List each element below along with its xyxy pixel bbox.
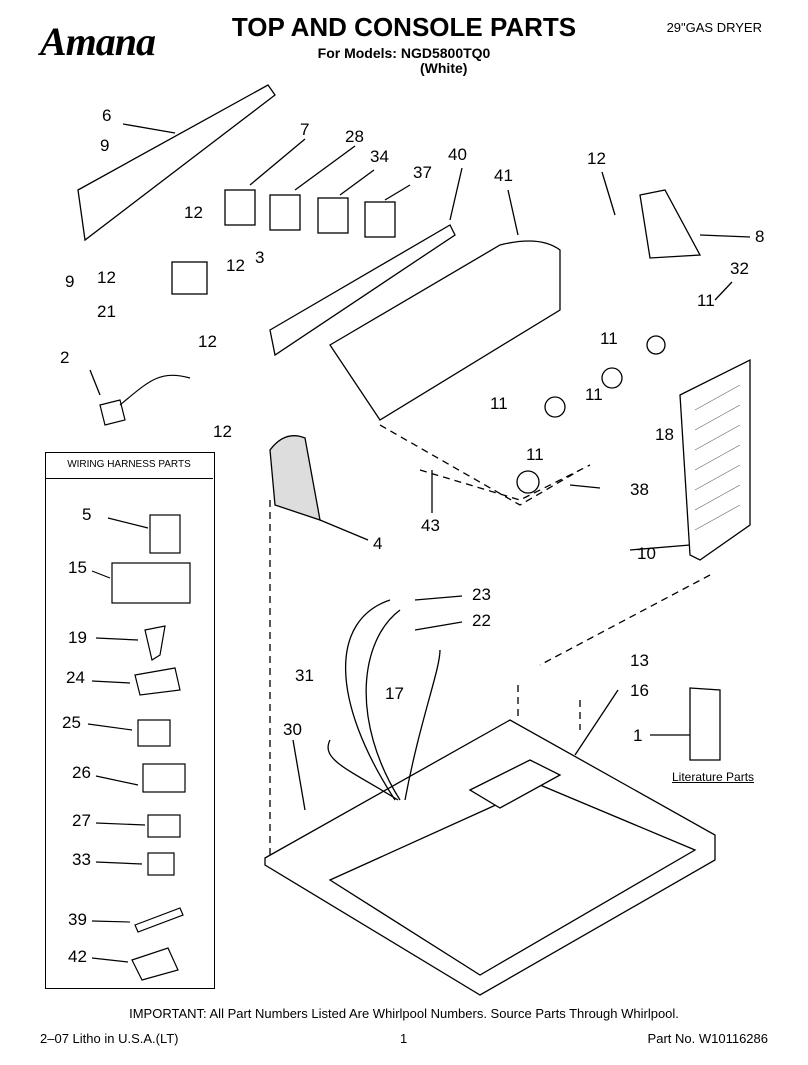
callout-9: 9 — [100, 136, 110, 155]
callout-2: 2 — [60, 348, 70, 367]
callout-1: 1 — [633, 726, 643, 745]
callout-23: 23 — [472, 585, 491, 604]
callout-12: 12 — [213, 422, 232, 441]
callout-17: 17 — [385, 684, 404, 703]
callout-11: 11 — [585, 385, 603, 404]
callout-12: 12 — [198, 332, 217, 351]
callout-38: 38 — [630, 480, 649, 499]
harness-callout: 39 — [68, 910, 87, 929]
harness-callout: 24 — [66, 668, 85, 687]
callout-12: 12 — [97, 268, 116, 287]
page-title: TOP AND CONSOLE PARTS — [231, 12, 577, 42]
callout-37: 37 — [413, 163, 432, 182]
callout-41: 41 — [494, 166, 513, 185]
harness-callout: 19 — [68, 628, 87, 647]
callout-7: 7 — [300, 120, 310, 139]
harness-callout: 42 — [68, 947, 87, 966]
harness-callout: 26 — [72, 763, 91, 782]
callout-34: 34 — [370, 147, 389, 166]
callout-10: 10 — [637, 544, 656, 563]
callout-22: 22 — [472, 611, 491, 630]
harness-callout: 5 — [82, 505, 92, 524]
callout-11: 11 — [490, 394, 508, 413]
callout-9: 9 — [65, 272, 75, 291]
harness-callout: 25 — [62, 713, 81, 732]
callout-28: 28 — [345, 127, 364, 146]
callout-40: 40 — [448, 145, 467, 164]
callout-13: 13 — [630, 651, 649, 670]
page-number: 1 — [400, 1031, 408, 1046]
harness-callout: 15 — [68, 558, 87, 577]
callout-31: 31 — [295, 666, 314, 685]
callout-3: 3 — [255, 248, 265, 267]
callout-30: 30 — [283, 720, 302, 739]
callout-11: 11 — [600, 329, 618, 348]
wiring-harness-title: WIRING HARNESS PARTS — [45, 452, 213, 479]
harness-callout: 27 — [72, 811, 91, 830]
callout-12: 12 — [587, 149, 606, 168]
callout-18: 18 — [655, 425, 674, 444]
callout-12: 12 — [184, 203, 203, 222]
harness-callout: 33 — [72, 850, 91, 869]
callout-11: 11 — [526, 445, 544, 464]
amana-logo: Amana — [40, 19, 156, 64]
callout-16: 16 — [630, 681, 649, 700]
callout-43: 43 — [421, 516, 440, 535]
models-line: For Models: NGD5800TQ0 — [317, 45, 491, 61]
product-type: 29"GAS DRYER — [666, 20, 762, 35]
callout-6: 6 — [102, 106, 112, 125]
important-note: IMPORTANT: All Part Numbers Listed Are W… — [129, 1006, 679, 1021]
literature-parts-label: Literature Parts — [672, 770, 755, 784]
litho-note: 2–07 Litho in U.S.A.(LT) — [40, 1031, 179, 1046]
callout-32: 32 — [730, 259, 749, 278]
callout-8: 8 — [755, 227, 765, 246]
color-line: (White) — [420, 60, 468, 76]
callout-11: 11 — [697, 291, 715, 310]
part-number: Part No. W10116286 — [647, 1031, 768, 1046]
callout-12: 12 — [226, 256, 245, 275]
callout-4: 4 — [373, 534, 383, 553]
callout-21: 21 — [97, 302, 116, 321]
wiring-harness-panel — [45, 452, 215, 989]
